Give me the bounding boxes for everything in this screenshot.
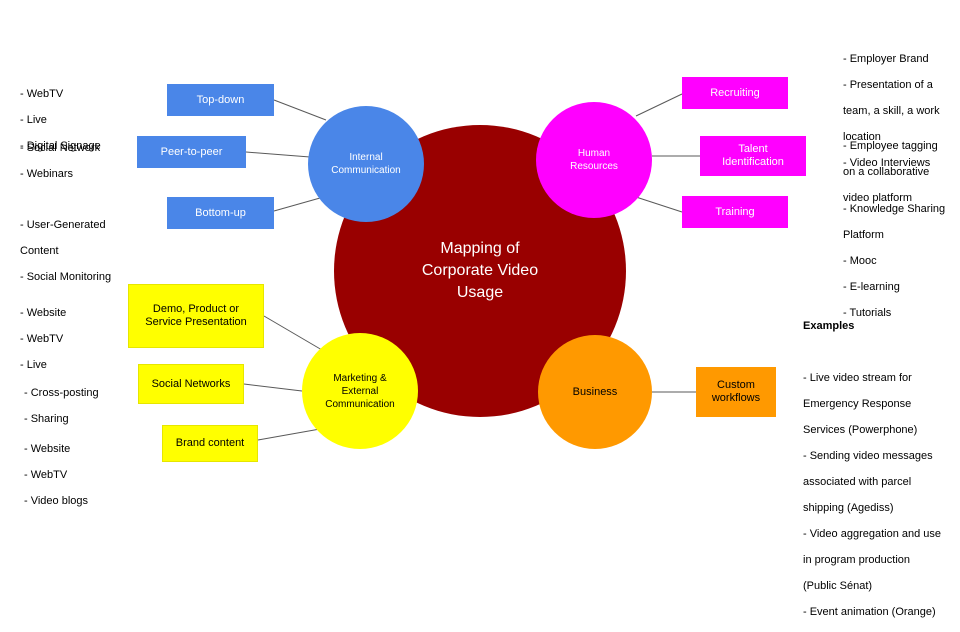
box-recruiting: Recruiting (682, 77, 788, 109)
note-demo: - Website - WebTV - Live (20, 294, 66, 385)
note-line: video platform (843, 192, 913, 204)
note-line: - Live (20, 359, 47, 371)
box-social-networks: Social Networks (138, 364, 244, 404)
note-line: - Social Monitoring (20, 271, 112, 283)
note-line: - Sending video messages (803, 450, 933, 462)
hub-marketing: Marketing & External Communication (302, 333, 418, 449)
note-line: team, a skill, a work (843, 105, 940, 117)
note-social-networks: - Cross-posting - Sharing (24, 374, 99, 439)
note-line: - User-Generated (20, 219, 106, 231)
hub-business-label: Business (572, 385, 618, 398)
note-line: - Website (20, 307, 67, 319)
hub-business: Business (538, 335, 652, 449)
note-line: - Employer Brand (843, 53, 929, 65)
note-examples: Examples - Live video stream for Emergen… (803, 307, 941, 632)
note-top-down: - WebTV - Live - Digital Signage (20, 75, 101, 166)
box-demo: Demo, Product or Service Presentation (128, 284, 264, 348)
box-training-label: Training (715, 205, 755, 218)
note-line: shipping (Agediss) (803, 502, 894, 514)
note-line: - Knowledge Sharing (843, 203, 946, 215)
note-line: - WebTV (20, 88, 64, 100)
box-bottom-up-label: Bottom-up (195, 206, 246, 219)
box-recruiting-label: Recruiting (710, 86, 760, 99)
line-peer-to-peer (245, 151, 311, 158)
note-line: - Live video stream for (803, 372, 912, 384)
note-line: - WebTV (24, 469, 68, 481)
note-line: location (843, 131, 881, 143)
line-top-down (273, 99, 327, 121)
note-line: - Presentation of a (843, 79, 933, 91)
note-line: - Sharing (24, 413, 69, 425)
box-top-down: Top-down (167, 84, 274, 116)
hub-marketing-label: Marketing & External Communication (325, 372, 395, 410)
examples-title: Examples (803, 320, 855, 332)
note-line: - Video aggregation and use (803, 528, 942, 540)
line-recruiting (635, 93, 683, 117)
note-brand-content: - Website - WebTV - Video blogs (24, 430, 88, 521)
note-line: - Social Network (20, 142, 101, 154)
box-brand-content: Brand content (162, 425, 258, 462)
note-line: in program production (803, 554, 911, 566)
note-line: Emergency Response (803, 398, 912, 410)
note-line: - Website (24, 443, 71, 455)
note-line: - Cross-posting (24, 387, 99, 399)
box-custom-workflows-label: Custom workflows (711, 379, 761, 404)
line-demo (263, 315, 323, 351)
note-line: associated with parcel (803, 476, 912, 488)
note-line: - Video Interviews (843, 157, 931, 169)
note-line: - E-learning (843, 281, 900, 293)
note-line: - Employee tagging (843, 140, 938, 152)
note-line: (Public Sénat) (803, 580, 873, 592)
note-training: - Knowledge Sharing Platform - Mooc - E-… (843, 190, 945, 333)
center-title: Mapping of Corporate Video Usage (421, 240, 539, 301)
note-line: - WebTV (20, 333, 64, 345)
hub-hr-label: Human Resources (570, 148, 618, 172)
note-talent: - Employee tagging on a collaborative vi… (843, 127, 938, 218)
note-line: - Mooc (843, 255, 877, 267)
hub-internal-label: Internal Communication (331, 152, 401, 176)
note-line: - Webinars (20, 168, 73, 180)
box-top-down-label: Top-down (196, 93, 245, 106)
connector-lines (243, 93, 700, 441)
note-line: - Tutorials (843, 307, 892, 319)
note-recruiting: - Employer Brand - Presentation of a tea… (843, 40, 940, 183)
box-custom-workflows: Custom workflows (696, 367, 776, 417)
line-bottom-up (273, 197, 321, 212)
hub-human-resources: Human Resources (536, 102, 652, 218)
box-talent-label: Talent Identification (722, 143, 784, 168)
note-bottom-up: - User-Generated Content - Social Monito… (20, 206, 111, 297)
note-peer-to-peer: - Social Network - Webinars (20, 129, 100, 194)
hub-internal-communication: Internal Communication (308, 106, 424, 222)
note-line: Services (Powerphone) (803, 424, 918, 436)
line-brand-content (257, 428, 321, 441)
note-line: - Video blogs (24, 495, 89, 507)
box-peer-to-peer-label: Peer-to-peer (160, 145, 223, 158)
note-line: - Digital Signage (20, 140, 101, 152)
box-bottom-up: Bottom-up (167, 197, 274, 229)
note-line: - Live (20, 114, 47, 126)
note-line: Content (20, 245, 59, 257)
box-demo-label: Demo, Product or Service Presentation (145, 303, 247, 328)
note-line: on a collaborative (843, 166, 930, 178)
box-social-networks-label: Social Networks (151, 377, 231, 390)
note-line: - Event animation (Orange) (803, 606, 936, 618)
examples-spacer (803, 346, 941, 359)
box-brand-content-label: Brand content (175, 437, 245, 449)
line-training (635, 196, 683, 213)
box-training: Training (682, 196, 788, 228)
box-talent-identification: Talent Identification (700, 136, 806, 176)
note-line: Platform (843, 229, 884, 241)
box-peer-to-peer: Peer-to-peer (137, 136, 246, 168)
line-social-networks (243, 383, 303, 392)
